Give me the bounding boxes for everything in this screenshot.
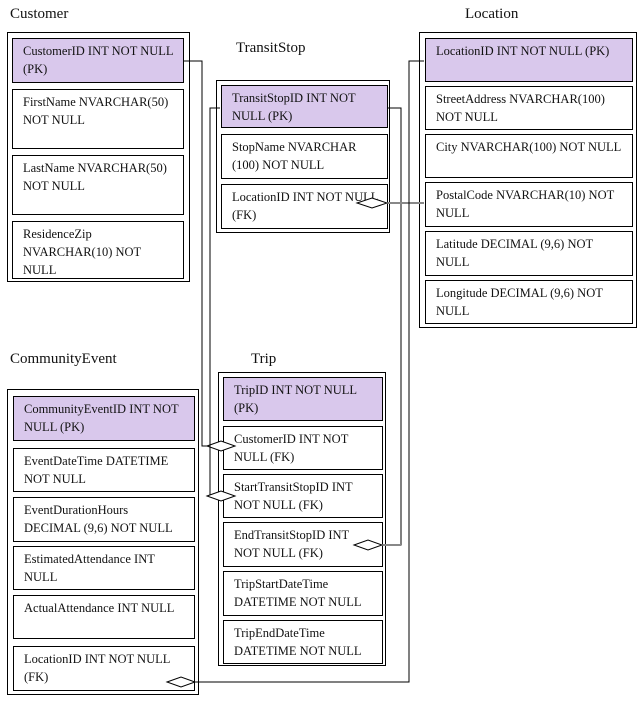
trip-entity: TripID INT NOT NULL (PK) CustomerID INT … xyxy=(218,372,386,666)
trip-field-starttransitstopid: StartTransitStopID INT NOT NULL (FK) xyxy=(223,474,383,518)
communityevent-field-communityeventid: CommunityEventID INT NOT NULL (PK) xyxy=(13,396,195,441)
trip-field-tripid: TripID INT NOT NULL (PK) xyxy=(223,377,383,421)
communityevent-field-eventdurationhours: EventDurationHours DECIMAL (9,6) NOT NUL… xyxy=(13,497,195,542)
transitstop-field-stopname: StopName NVARCHAR (100) NOT NULL xyxy=(221,134,388,179)
customer-entity: CustomerID INT NOT NULL (PK) FirstName N… xyxy=(7,32,190,282)
location-title: Location xyxy=(465,6,519,22)
trip-field-tripstartdatetime: TripStartDateTime DATETIME NOT NULL xyxy=(223,571,383,616)
trip-title: Trip xyxy=(251,351,277,367)
communityevent-field-eventdatetime: EventDateTime DATETIME NOT NULL xyxy=(13,448,195,492)
customer-field-firstname: FirstName NVARCHAR(50) NOT NULL xyxy=(12,89,184,149)
transitstop-title: TransitStop xyxy=(236,40,306,56)
customer-field-lastname: LastName NVARCHAR(50) NOT NULL xyxy=(12,155,184,215)
communityevent-field-locationid: LocationID INT NOT NULL (FK) xyxy=(13,646,195,691)
communityevent-title: CommunityEvent xyxy=(10,351,117,367)
location-field-latitude: Latitude DECIMAL (9,6) NOT NULL xyxy=(425,231,633,276)
trip-field-customerid: CustomerID INT NOT NULL (FK) xyxy=(223,426,383,470)
location-field-city: City NVARCHAR(100) NOT NULL xyxy=(425,134,633,178)
customer-field-residencezip: ResidenceZip NVARCHAR(10) NOT NULL xyxy=(12,221,184,279)
customer-title: Customer xyxy=(10,6,69,22)
trip-field-endtransitstopid: EndTransitStopID INT NOT NULL (FK) xyxy=(223,522,383,567)
transitstop-field-locationid: LocationID INT NOT NULL (FK) xyxy=(221,184,388,229)
location-field-locationid: LocationID INT NOT NULL (PK) xyxy=(425,38,633,82)
communityevent-entity: CommunityEventID INT NOT NULL (PK) Event… xyxy=(7,389,199,695)
transitstop-entity: TransitStopID INT NOT NULL (PK) StopName… xyxy=(216,80,390,233)
location-field-postalcode: PostalCode NVARCHAR(10) NOT NULL xyxy=(425,182,633,227)
customer-field-customerid: CustomerID INT NOT NULL (PK) xyxy=(12,38,184,83)
communityevent-field-estimatedattendance: EstimatedAttendance INT NULL xyxy=(13,546,195,590)
transitstop-field-transitstopid: TransitStopID INT NOT NULL (PK) xyxy=(221,85,388,128)
location-field-streetaddress: StreetAddress NVARCHAR(100) NOT NULL xyxy=(425,86,633,130)
location-entity: LocationID INT NOT NULL (PK) StreetAddre… xyxy=(419,32,637,328)
location-field-longitude: Longitude DECIMAL (9,6) NOT NULL xyxy=(425,280,633,324)
trip-field-tripenddatetime: TripEndDateTime DATETIME NOT NULL xyxy=(223,620,383,664)
communityevent-field-actualattendance: ActualAttendance INT NULL xyxy=(13,595,195,639)
